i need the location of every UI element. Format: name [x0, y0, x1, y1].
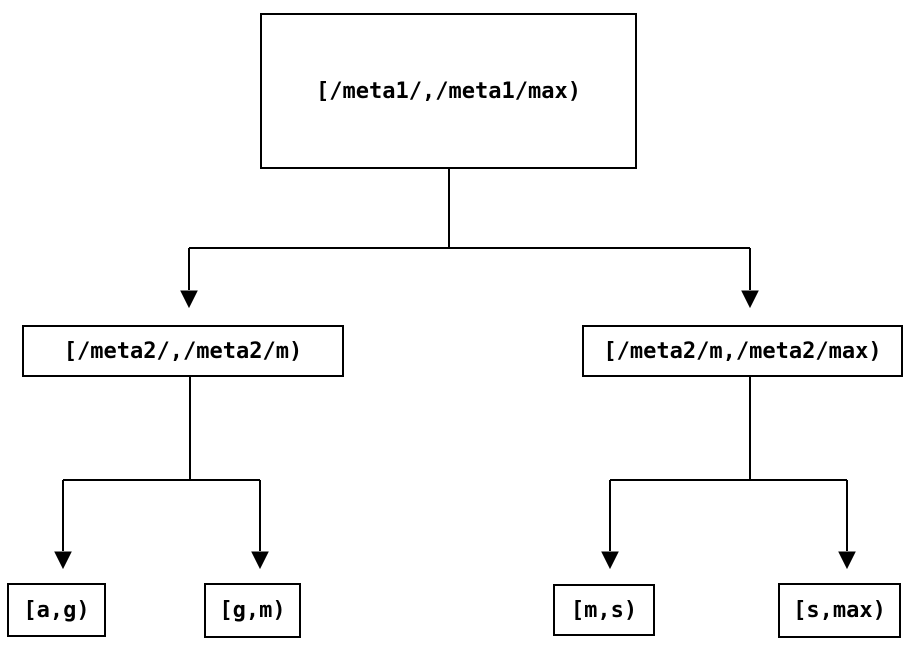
arrow-down-icon: [741, 290, 759, 309]
node-root-range: [/meta1/,/meta1/max): [260, 13, 637, 169]
node-leaf-m-s: [m,s): [553, 584, 655, 636]
node-leaf-m-s-label: [m,s): [570, 597, 638, 623]
arrow-down-icon: [251, 551, 269, 570]
arrow-down-icon: [180, 290, 198, 309]
node-leaf-a-g-label: [a,g): [23, 597, 90, 623]
node-meta2-high-range: [/meta2/m,/meta2/max): [582, 325, 903, 377]
node-meta2-low-range: [/meta2/,/meta2/m): [22, 325, 344, 377]
node-meta2-high-label: [/meta2/m,/meta2/max): [603, 338, 882, 364]
node-leaf-s-max: [s,max): [778, 583, 901, 638]
node-leaf-g-m-label: [g,m): [219, 598, 286, 623]
arrow-down-icon: [838, 551, 856, 570]
node-leaf-a-g: [a,g): [7, 583, 106, 637]
node-meta2-low-label: [/meta2/,/meta2/m): [63, 338, 303, 364]
arrow-down-icon: [601, 551, 619, 570]
node-leaf-s-max-label: [s,max): [793, 598, 886, 623]
arrow-down-icon: [54, 551, 72, 570]
node-leaf-g-m: [g,m): [204, 583, 301, 638]
node-root-label: [/meta1/,/meta1/max): [316, 78, 581, 104]
